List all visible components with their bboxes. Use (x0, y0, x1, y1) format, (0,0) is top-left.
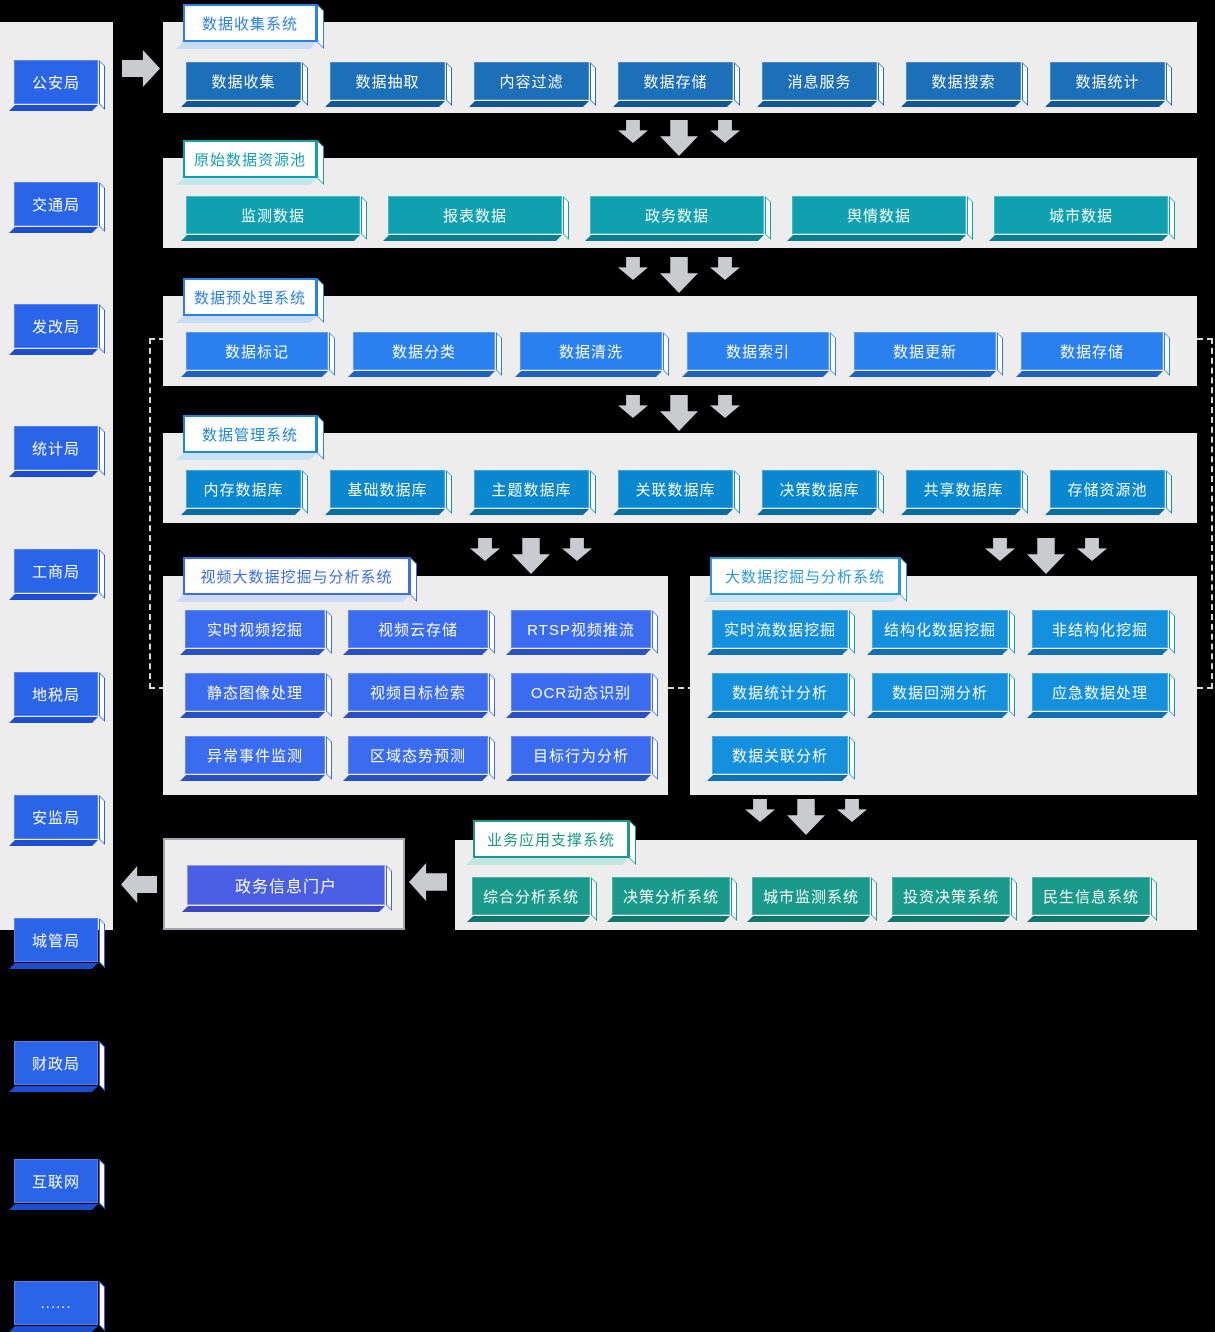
diagram-node: 数据分类 (353, 332, 495, 370)
diagram-node: 综合分析系统 (472, 877, 590, 915)
diagram-node: 数据标记 (186, 332, 328, 370)
section-raw-data-pool: 监测数据 报表数据 政务数据 舆情数据 城市数据 (163, 158, 1197, 248)
title-data-collection-system: 数据收集系统 (183, 4, 317, 42)
diagram-node: 实时流数据挖掘 (712, 610, 848, 648)
right-arrow-icon (122, 50, 160, 87)
section-business-support: 综合分析系统 决策分析系统 城市监测系统 投资决策系统 民生信息系统 (455, 840, 1197, 930)
title-video-mining-system: 视频大数据挖掘与分析系统 (183, 557, 410, 595)
diagram-node: 政务数据 (590, 196, 764, 234)
down-arrows-icon (985, 538, 1107, 574)
diagram-node: 结构化数据挖掘 (872, 610, 1008, 648)
diagram-node: 视频云存储 (348, 610, 488, 648)
diagram-node: 数据存储 (1021, 332, 1163, 370)
section-data-management: 内存数据库 基础数据库 主题数据库 关联数据库 决策数据库 共享数据库 存储资源… (163, 433, 1197, 523)
diagram-node: 主题数据库 (474, 470, 589, 508)
diagram-node: 数据回溯分析 (872, 673, 1008, 711)
diagram-node: 存储资源池 (1050, 470, 1165, 508)
diagram-node: 数据搜索 (906, 62, 1021, 100)
diagram-node: 数据清洗 (520, 332, 662, 370)
left-arrow-icon (121, 866, 157, 903)
title-raw-data-pool: 原始数据资源池 (183, 140, 317, 178)
diagram-node: 报表数据 (388, 196, 562, 234)
diagram-node: 数据索引 (687, 332, 829, 370)
title-bigdata-mining-system: 大数据挖掘与分析系统 (710, 557, 900, 595)
diagram-node: 城市监测系统 (752, 877, 870, 915)
diagram-node: 共享数据库 (906, 470, 1021, 508)
diagram-node: 决策分析系统 (612, 877, 730, 915)
section-data-collection: 数据收集 数据抽取 内容过滤 数据存储 消息服务 数据搜索 数据统计 (163, 22, 1197, 113)
diagram-node: 实时视频挖掘 (185, 610, 325, 648)
title-data-management-system: 数据管理系统 (183, 415, 317, 453)
portal-panel: 政务信息门户 (163, 838, 405, 930)
diagram-node: 公安局 (14, 60, 98, 104)
diagram-node: 内容过滤 (474, 62, 589, 100)
section-data-preprocessing: 数据标记 数据分类 数据清洗 数据索引 数据更新 数据存储 (163, 296, 1197, 386)
down-arrows-icon (470, 538, 592, 574)
diagram-node: 内存数据库 (186, 470, 301, 508)
diagram-node: 视频目标检索 (348, 673, 488, 711)
section-video-mining: 实时视频挖掘 视频云存储 RTSP视频推流 静态图像处理 视频目标检索 OCR动… (163, 576, 668, 795)
diagram-node: 区域态势预测 (348, 736, 488, 774)
diagram-node: 统计局 (14, 426, 98, 470)
diagram-node: 投资决策系统 (892, 877, 1010, 915)
section-bigdata-mining: 实时流数据挖掘 结构化数据挖掘 非结构化挖掘 数据统计分析 数据回溯分析 应急数… (690, 576, 1197, 795)
diagram-node: 基础数据库 (330, 470, 445, 508)
diagram-node: 发改局 (14, 304, 98, 348)
left-arrow-icon (409, 863, 447, 901)
diagram-node: 静态图像处理 (185, 673, 325, 711)
diagram-node: 数据抽取 (330, 62, 445, 100)
title-business-support-system: 业务应用支撑系统 (473, 820, 629, 858)
down-arrows-icon (745, 799, 867, 835)
diagram-node: 城管局 (14, 918, 98, 962)
diagram-node: 目标行为分析 (511, 736, 651, 774)
diagram-node: 政务信息门户 (187, 865, 385, 905)
diagram-node: 非结构化挖掘 (1032, 610, 1168, 648)
diagram-node: ...... (14, 1281, 98, 1325)
diagram-node: 数据统计分析 (712, 673, 848, 711)
diagram-node: 城市数据 (994, 196, 1168, 234)
diagram-node: 安监局 (14, 795, 98, 839)
diagram-node: 财政局 (14, 1041, 98, 1085)
diagram-node: RTSP视频推流 (511, 610, 651, 648)
diagram-node: 关联数据库 (618, 470, 733, 508)
title-data-preprocessing-system: 数据预处理系统 (183, 278, 317, 316)
diagram-node: 工商局 (14, 549, 98, 593)
down-arrows-icon (618, 257, 740, 293)
diagram-node: 监测数据 (186, 196, 360, 234)
diagram-node: 数据更新 (854, 332, 996, 370)
diagram-node: 数据存储 (618, 62, 733, 100)
diagram-node: 地税局 (14, 672, 98, 716)
diagram-node: 应急数据处理 (1032, 673, 1168, 711)
down-arrows-icon (618, 395, 740, 431)
diagram-node: 决策数据库 (762, 470, 877, 508)
down-arrows-icon (618, 120, 740, 156)
diagram-node: OCR动态识别 (511, 673, 651, 711)
diagram-node: 民生信息系统 (1032, 877, 1150, 915)
diagram-node: 交通局 (14, 182, 98, 226)
diagram-node: 消息服务 (762, 62, 877, 100)
diagram-node: 数据收集 (186, 62, 301, 100)
diagram-node: 数据关联分析 (712, 736, 848, 774)
diagram-node: 舆情数据 (792, 196, 966, 234)
diagram-node: 异常事件监测 (185, 736, 325, 774)
diagram-node: 数据统计 (1050, 62, 1165, 100)
sidebar-sources-panel: 公安局 交通局 发改局 统计局 工商局 地税局 安监局 城管局 财政局 互联网 … (0, 22, 113, 1325)
diagram-node: 互联网 (14, 1159, 98, 1203)
